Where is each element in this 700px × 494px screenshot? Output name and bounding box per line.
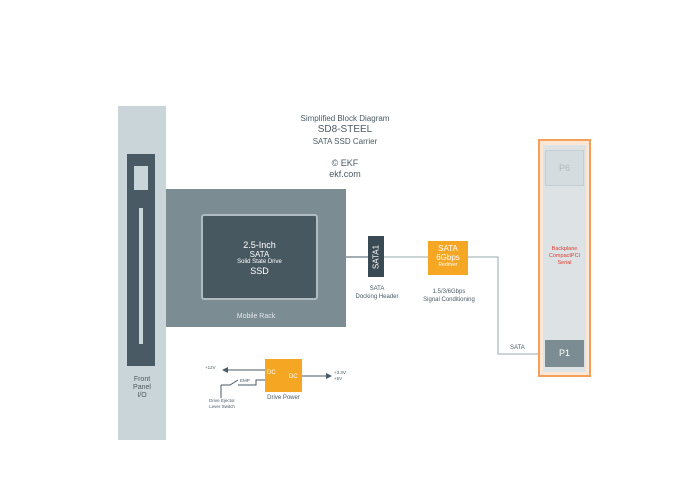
p6-connector: P6 — [545, 150, 584, 186]
copyright: © EKF ekf.com — [290, 158, 400, 180]
power-input-label: +12V — [205, 365, 216, 370]
power-out-2: +5V — [334, 376, 343, 381]
docking-label-2: Docking Header — [355, 294, 399, 300]
ssd-abbr: SSD — [250, 266, 269, 276]
copyright-line: © EKF — [331, 158, 359, 168]
drive-power-label: Drive Power — [267, 395, 300, 401]
front-panel-bar — [139, 208, 143, 344]
signal-conditioning-label: 1.5/3/6Gbps Signal Conditioning — [412, 288, 486, 304]
ejector-label: Drive Ejector Lever Switch — [205, 398, 239, 410]
power-out-1: +3.3V — [334, 370, 346, 375]
switch-icon — [229, 379, 239, 386]
front-panel-label-1: Front — [133, 376, 151, 383]
sata-link-label: SATA — [510, 345, 525, 351]
dc-out-label: DC — [289, 374, 298, 380]
title-line1: Simplified Block Diagram — [300, 114, 390, 123]
sata1-connector: SATA1 — [368, 236, 384, 277]
backplane-label-2: CompactPCI — [548, 253, 581, 259]
redriver-line2: 6Gbps — [436, 253, 460, 262]
mobile-rack-label: Mobile Rack — [236, 313, 276, 320]
docking-label-1: SATA — [369, 286, 385, 292]
line-redriver-to-p1 — [468, 256, 545, 355]
front-panel-label: Front Panel I/O — [118, 376, 166, 400]
arrow-power-out-icon — [326, 373, 332, 379]
front-panel-handle — [134, 166, 148, 190]
dc-dc-converter — [265, 359, 302, 392]
ssd-size: 2.5-Inch — [243, 240, 276, 250]
ejector-label-2: Lever Switch — [209, 404, 235, 409]
front-panel-label-2: Panel — [133, 384, 151, 391]
front-panel-label-3: I/O — [137, 392, 147, 399]
title-product: SD8-STEEL — [317, 124, 373, 135]
website-line: ekf.com — [329, 169, 361, 179]
dc-in-label: DC — [267, 370, 276, 376]
arrow-12v-icon — [222, 367, 228, 373]
p1-connector: P1 — [545, 340, 584, 367]
backplane-label-1: Backplane — [551, 246, 578, 252]
line-switch-right — [238, 379, 265, 386]
cond-label-1: 1.5/3/6Gbps — [432, 289, 466, 295]
ssd-interface: SATA — [249, 250, 270, 259]
backplane-label: Backplane CompactPCI Serial — [543, 246, 586, 267]
diagram-title: Simplified Block Diagram SD8-STEEL SATA … — [270, 113, 420, 147]
ejector-label-1: Drive Ejector — [209, 398, 235, 403]
ssd-type: Solid State Drive — [237, 259, 282, 265]
sata1-label: SATA1 — [371, 244, 381, 269]
switch-label: EMP — [240, 378, 250, 383]
backplane-label-3: Serial — [557, 260, 572, 266]
ssd-block: 2.5-Inch SATA Solid State Drive SSD — [201, 214, 318, 300]
title-subtitle: SATA SSD Carrier — [312, 137, 378, 146]
redriver-block: SATA 6Gbps Redriver — [428, 241, 468, 275]
docking-header-label: SATA Docking Header — [348, 285, 406, 301]
cond-label-2: Signal Conditioning — [423, 297, 475, 303]
redriver-line3: Redriver — [438, 262, 458, 268]
power-output-label: +3.3V +5V — [334, 370, 346, 382]
redriver-line1: SATA — [438, 244, 458, 253]
